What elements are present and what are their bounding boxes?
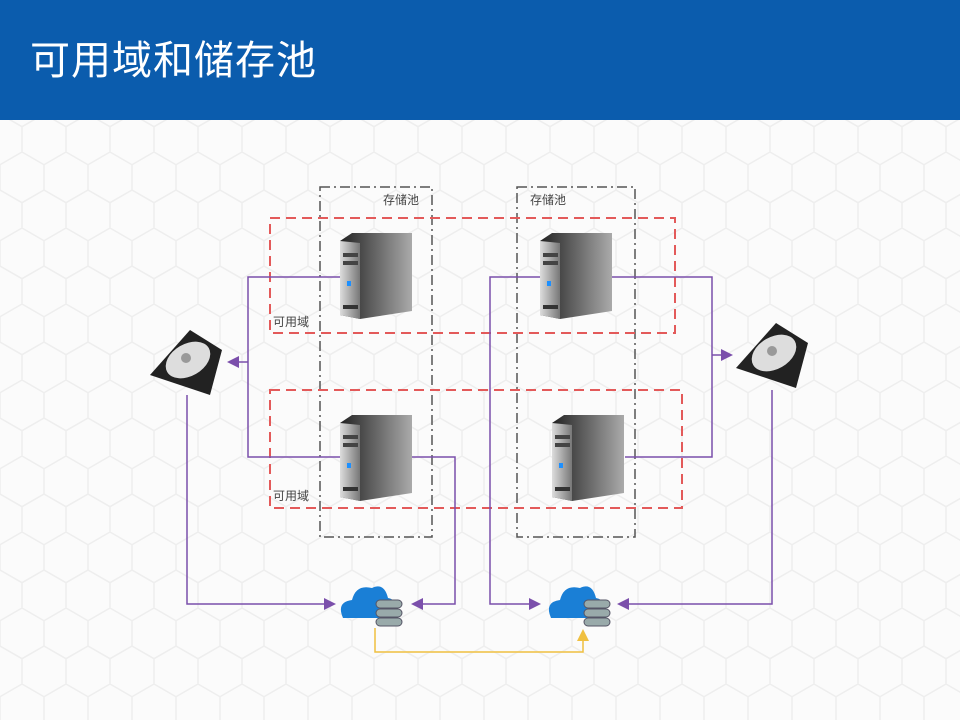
storage-pool-2	[516, 186, 636, 538]
availability-zone-1	[269, 217, 676, 334]
server-icon	[540, 233, 612, 319]
storage-pool-label-1: 存储池	[383, 192, 419, 207]
server-icon	[340, 233, 412, 319]
diagram: 存储池 存储池 可用域 可用域	[0, 120, 960, 720]
availability-zone-2	[269, 389, 683, 509]
header-bar: 可用域和储存池	[0, 0, 960, 120]
hex-background	[0, 120, 960, 720]
storage-pool-1	[319, 186, 433, 538]
replication-line	[374, 628, 589, 653]
storage-pool-label-2: 存储池	[530, 192, 566, 207]
availability-zone-label-1: 可用域	[273, 315, 309, 329]
server-icon	[552, 415, 624, 501]
connection-lines	[186, 276, 773, 610]
page-title: 可用域和储存池	[30, 38, 317, 84]
availability-zone-label-2: 可用域	[273, 489, 309, 503]
server-icon	[340, 415, 412, 501]
